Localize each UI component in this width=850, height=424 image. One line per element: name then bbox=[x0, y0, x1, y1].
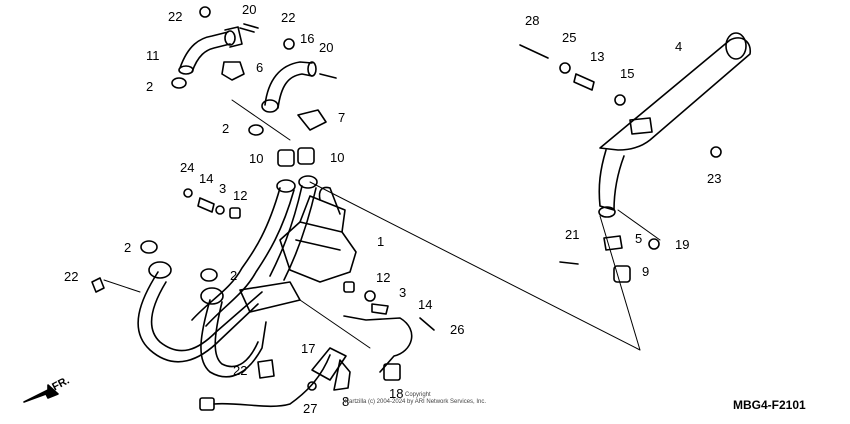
nut-19 bbox=[648, 238, 660, 250]
nut-23 bbox=[710, 146, 722, 158]
callout-8: 8 bbox=[342, 394, 350, 409]
bolt-20 bbox=[239, 23, 259, 33]
callout-11: 11 bbox=[146, 48, 160, 63]
callout-20: 20 bbox=[319, 40, 334, 55]
collar-10a bbox=[277, 149, 295, 167]
callout-12: 12 bbox=[376, 270, 391, 285]
callout-1: 1 bbox=[377, 234, 385, 249]
leader-22c bbox=[103, 279, 141, 293]
callout-5: 5 bbox=[635, 231, 643, 246]
callout-22: 22 bbox=[281, 10, 296, 25]
callout-2: 2 bbox=[230, 268, 238, 283]
washer-27 bbox=[307, 381, 317, 391]
bolt-14a bbox=[197, 197, 215, 213]
callout-21: 21 bbox=[565, 227, 580, 242]
callout-3: 3 bbox=[219, 181, 227, 196]
callout-22: 22 bbox=[64, 269, 79, 284]
callout-2: 2 bbox=[124, 240, 132, 255]
callout-14: 14 bbox=[418, 297, 433, 312]
bolt-26 bbox=[419, 317, 435, 331]
washer-3b bbox=[364, 290, 376, 302]
nut-24 bbox=[183, 188, 193, 198]
callout-19: 19 bbox=[675, 237, 690, 252]
callout-10: 10 bbox=[330, 150, 345, 165]
callout-22: 22 bbox=[168, 9, 183, 24]
bracket-5 bbox=[603, 235, 623, 251]
callout-17: 17 bbox=[301, 341, 316, 356]
callout-2: 2 bbox=[222, 121, 230, 136]
nut-22c bbox=[91, 277, 105, 293]
callout-3: 3 bbox=[399, 285, 407, 300]
callout-12: 12 bbox=[233, 188, 248, 203]
callout-25: 25 bbox=[562, 30, 577, 45]
front-arrow-icon bbox=[23, 384, 59, 403]
gasket-2c bbox=[140, 240, 158, 254]
callout-23: 23 bbox=[707, 171, 722, 186]
callout-15: 15 bbox=[620, 66, 635, 81]
callout-26: 26 bbox=[450, 322, 465, 337]
bolt-14b bbox=[371, 303, 389, 315]
callout-14: 14 bbox=[199, 171, 214, 186]
cap-nut-22b bbox=[283, 38, 295, 50]
washer-3a bbox=[215, 205, 225, 215]
gasket-2a bbox=[171, 77, 187, 89]
callout-2: 2 bbox=[146, 79, 154, 94]
callout-24: 24 bbox=[180, 160, 195, 175]
callout-6: 6 bbox=[256, 60, 264, 75]
collar-10b bbox=[297, 147, 315, 165]
copyright-notice: Copyright Partzilla (c) 2004-2024 by ARI… bbox=[345, 392, 515, 406]
leader-line bbox=[231, 99, 291, 141]
leader-17 bbox=[299, 299, 371, 349]
cap-nut-22 bbox=[199, 6, 211, 18]
callout-28: 28 bbox=[525, 13, 540, 28]
chamber-1 bbox=[276, 175, 357, 283]
leader-19 bbox=[617, 209, 661, 241]
collar-25 bbox=[559, 62, 571, 74]
clamp-6 bbox=[221, 61, 245, 81]
rubber-13 bbox=[573, 73, 595, 91]
muffler-4 bbox=[598, 32, 752, 218]
callout-7: 7 bbox=[338, 110, 346, 125]
copyright-line-2: Partzilla (c) 2004-2024 by ARI Network S… bbox=[345, 399, 487, 405]
bolt-20b bbox=[319, 73, 337, 79]
copyright-line-1: Copyright bbox=[405, 392, 431, 398]
callout-27: 27 bbox=[303, 401, 318, 416]
mid-pipe-16 bbox=[261, 61, 317, 113]
gasket-2d bbox=[200, 268, 218, 282]
callout-4: 4 bbox=[675, 39, 683, 54]
callout-16: 16 bbox=[300, 31, 315, 46]
upper-pipe-11 bbox=[178, 26, 243, 75]
callout-20: 20 bbox=[242, 2, 257, 17]
callout-22: 22 bbox=[233, 363, 248, 378]
bolt-28 bbox=[519, 44, 549, 59]
gasket-2b bbox=[248, 124, 264, 136]
rubber-9 bbox=[613, 265, 631, 283]
washer-15 bbox=[614, 94, 626, 106]
grommet-12a bbox=[229, 207, 241, 219]
clamp-7 bbox=[297, 109, 327, 131]
callout-9: 9 bbox=[642, 264, 650, 279]
front-pipes bbox=[137, 185, 317, 378]
callout-10: 10 bbox=[249, 151, 264, 166]
callout-13: 13 bbox=[590, 49, 605, 64]
diagram-code: MBG4-F2101 bbox=[733, 398, 806, 412]
callout-18: 18 bbox=[389, 386, 404, 401]
grommet-12b bbox=[343, 281, 355, 293]
bolt-21 bbox=[559, 261, 579, 265]
oxygen-sensors bbox=[199, 315, 413, 411]
assembly-guide-line bbox=[309, 181, 641, 351]
nut-22d bbox=[257, 359, 275, 379]
